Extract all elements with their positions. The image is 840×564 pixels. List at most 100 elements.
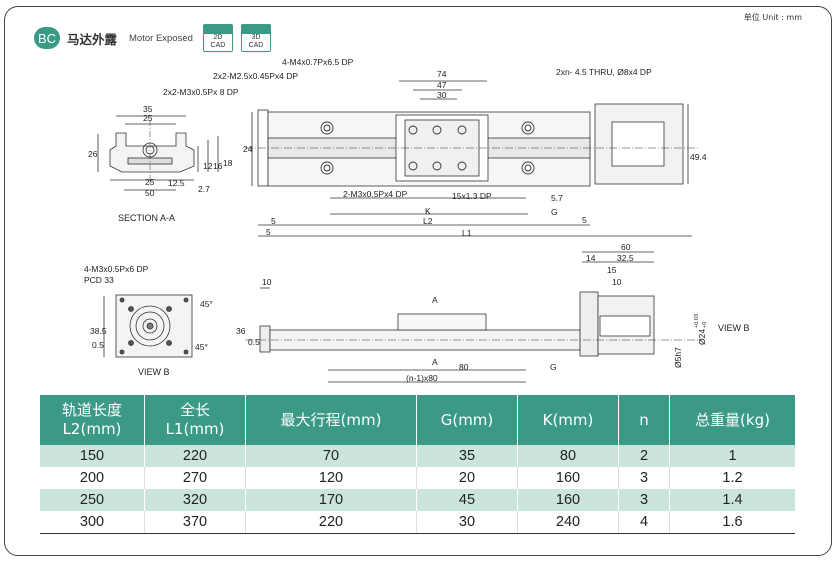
cell: 45	[416, 489, 518, 511]
section-mark-a-top: A	[432, 295, 438, 305]
cell: 1	[669, 445, 795, 467]
top-dim-74: 74	[437, 69, 447, 79]
motor-dim-d5h7: Ø5h7	[673, 347, 683, 368]
motor-dim-14: 14	[586, 253, 596, 263]
col-g: G(mm)	[416, 395, 518, 445]
bottom-dim-5-7: 5.7	[551, 193, 563, 203]
col-n: n	[618, 395, 670, 445]
series-badge: BC	[34, 27, 60, 49]
cell: 70	[245, 445, 417, 467]
motor-dim-10: 10	[612, 277, 622, 287]
cell: 250	[40, 489, 145, 511]
side-dim-0-5: 0.5	[248, 337, 260, 347]
motor-dim-d24: Ø24	[697, 329, 707, 345]
side-view-labels: 10 36 0.5 A A 80 G (n-1)x80 60 14 32.5 1…	[236, 242, 750, 383]
view-b-label: VIEW B	[138, 367, 170, 377]
cad-2d-button[interactable]: 2D CAD	[202, 24, 233, 52]
sec-dim-12: 12	[203, 161, 213, 171]
technical-drawing: 35 25 26 25 50 12.5 2.7 12 16 18 SECTION…	[84, 57, 750, 383]
bottom-dim-5b: 5	[266, 227, 271, 237]
cell: 1.6	[669, 511, 795, 534]
col-weight: 总重量(kg)	[669, 395, 795, 445]
cell: 300	[40, 511, 145, 534]
cell: 1.2	[669, 467, 795, 489]
bottom-dim-5c: 5	[582, 215, 587, 225]
view-b-dim-45a: 45°	[200, 299, 213, 309]
cell: 3	[618, 467, 670, 489]
view-b-dim-38-5: 38.5	[90, 326, 107, 336]
bottom-dim-l2: L2	[423, 216, 433, 226]
callout-15x1-3: 15x1.3 DP	[452, 191, 492, 201]
header: BC 马达外露 Motor Exposed 2D CAD 3D CAD	[34, 24, 279, 52]
top-dim-49-4: 49.4	[690, 152, 707, 162]
top-dim-24: 24	[243, 144, 253, 154]
unit-label: 单位 Unit : mm	[743, 13, 802, 22]
callout-m4: 4-M4x0.7Px6.5 DP	[282, 57, 354, 67]
cell: 200	[40, 467, 145, 489]
cell: 30	[416, 511, 518, 534]
title-cn: 马达外露	[67, 31, 118, 47]
cell: 3	[618, 489, 670, 511]
view-b-callout-1: 4-M3x0.5Px6 DP	[84, 264, 149, 274]
top-dim-47: 47	[437, 80, 447, 90]
col-k: K(mm)	[517, 395, 619, 445]
section-mark-a-bottom: A	[432, 357, 438, 367]
sec-dim-25a: 25	[143, 113, 153, 123]
cell: 20	[416, 467, 518, 489]
sec-dim-25b: 25	[145, 177, 155, 187]
side-dim-36: 36	[236, 326, 246, 336]
sec-dim-35: 35	[143, 104, 153, 114]
bottom-dim-5a: 5	[271, 216, 276, 226]
cell: 1.4	[669, 489, 795, 511]
cell: 150	[40, 445, 145, 467]
cell: 220	[245, 511, 417, 534]
section-label: SECTION A-A	[118, 213, 175, 223]
motor-dim-15: 15	[607, 265, 617, 275]
top-view	[245, 80, 700, 237]
cell: 80	[517, 445, 619, 467]
sec-dim-26: 26	[88, 149, 98, 159]
section-aa-view	[97, 115, 219, 191]
cell: 270	[144, 467, 246, 489]
top-dim-30: 30	[437, 90, 447, 100]
cell: 170	[245, 489, 417, 511]
cell: 240	[517, 511, 619, 534]
sec-dim-18: 18	[223, 158, 233, 168]
view-b-dim-0-5: 0.5	[92, 340, 104, 350]
callout-m3: 2x2-M3x0.5Px 8 DP	[163, 87, 239, 97]
side-dim-10: 10	[262, 277, 272, 287]
sec-dim-50: 50	[145, 188, 155, 198]
cell: 35	[416, 445, 518, 467]
col-stroke: 最大行程(mm)	[245, 395, 417, 445]
cell: 160	[517, 467, 619, 489]
motor-tol-plus: +0.03	[694, 314, 700, 328]
callout-m3-lower: 2-M3x0.5Px4 DP	[343, 189, 408, 199]
sec-dim-16: 16	[213, 161, 223, 171]
sec-dim-12-5: 12.5	[168, 178, 185, 188]
sec-dim-2-7: 2.7	[198, 184, 210, 194]
cell: 220	[144, 445, 246, 467]
cell: 370	[144, 511, 246, 534]
cell: 4	[618, 511, 670, 534]
side-dim-80: 80	[459, 362, 469, 372]
cad-3d-button[interactable]: 3D CAD	[240, 24, 271, 52]
view-b	[103, 294, 193, 358]
cad-3d-label: 3D CAD	[248, 34, 264, 49]
top-view-labels: 4-M4x0.7Px6.5 DP 2x2-M2.5x0.45Px4 DP 2x2…	[163, 57, 707, 238]
cell: 2	[618, 445, 670, 467]
side-dim-g: G	[550, 362, 557, 372]
motor-dim-60: 60	[621, 242, 631, 252]
callout-m2-5: 2x2-M2.5x0.45Px4 DP	[213, 71, 298, 81]
callout-thru: 2xn- 4.5 THRU, Ø8x4 DP	[556, 67, 652, 77]
side-dim-n-1-80: (n-1)x80	[406, 373, 438, 383]
bottom-dim-g: G	[551, 207, 558, 217]
cell: 320	[144, 489, 246, 511]
